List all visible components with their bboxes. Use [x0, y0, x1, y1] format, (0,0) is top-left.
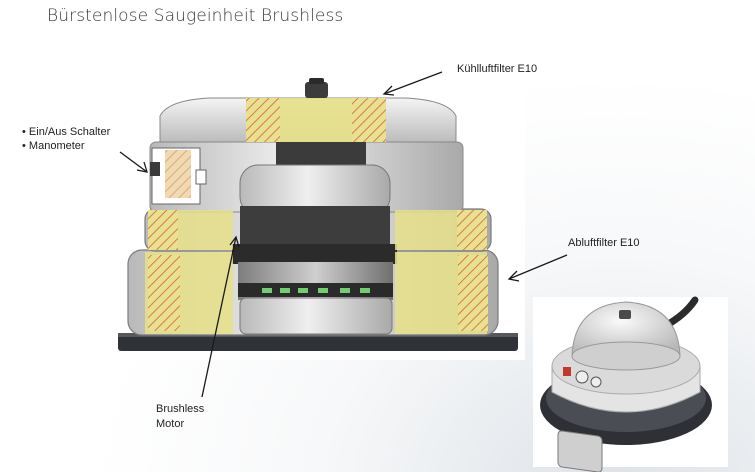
top-knob: [305, 82, 328, 98]
label-motor-line2: Motor: [156, 418, 185, 430]
annotation-arrows: [119, 71, 568, 398]
base-plate: [118, 333, 518, 351]
label-switch: Ein/Aus Schalter: [22, 125, 110, 139]
label-exhaust-filter: Abluftfilter E10: [568, 237, 640, 249]
label-manometer: Manometer: [22, 139, 110, 153]
arrow-motor: [201, 236, 237, 398]
motor-body-dark: [240, 206, 390, 246]
product-photo: [533, 296, 728, 472]
arrow-cooling-filter: [383, 71, 443, 95]
page-title: Bürstenlose Saugeinheit Brushless: [47, 6, 344, 26]
arrow-switch: [119, 151, 148, 173]
arrow-exhaust-filter: [508, 254, 568, 280]
switch-label-list: Ein/Aus Schalter Manometer: [22, 125, 110, 153]
label-cooling-filter: Kühlluftfilter E10: [457, 63, 538, 75]
label-motor-line1: Brushless: [156, 403, 205, 415]
device-cross-section: [100, 68, 525, 360]
switch-manometer-box: [150, 147, 207, 205]
